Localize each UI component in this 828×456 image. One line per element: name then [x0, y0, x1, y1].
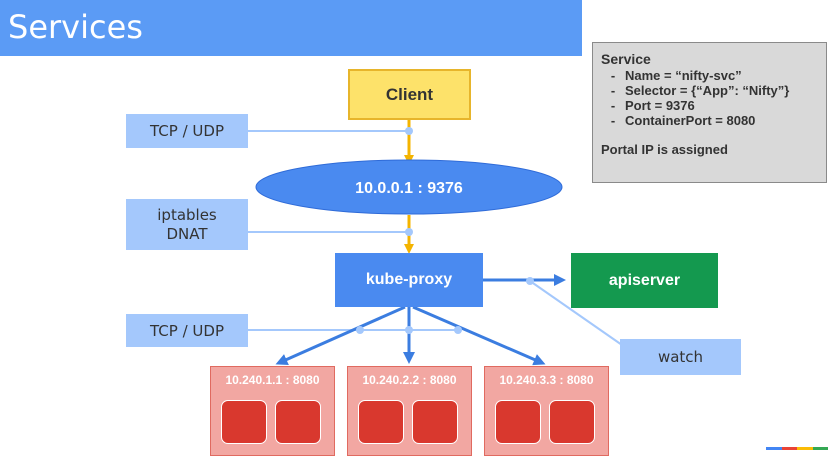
label-text: DNAT	[166, 224, 208, 243]
pod-ip-label: 10.240.2.2 : 8080	[362, 373, 457, 387]
pod-ip-label: 10.240.3.3 : 8080	[499, 373, 594, 387]
container-icon	[221, 400, 267, 444]
proxy-to-pod1-arrow	[275, 305, 406, 366]
brand-accent-bar	[766, 447, 828, 450]
bullet-dash: -	[610, 113, 616, 128]
service-item-name: - Name = “nifty-svc”	[601, 68, 818, 83]
label-text: TCP / UDP	[150, 122, 224, 140]
client-node: Client	[348, 69, 471, 120]
bullet-dash: -	[610, 68, 616, 83]
container-icon	[549, 400, 595, 444]
service-item-container-port: - ContainerPort = 8080	[601, 113, 818, 128]
label-tcp-udp-top: TCP / UDP	[126, 114, 248, 148]
portal-ip-label: 10.0.0.1 : 9376	[355, 180, 463, 197]
container-icon	[412, 400, 458, 444]
label-watch: watch	[620, 339, 741, 375]
container-icon	[275, 400, 321, 444]
pod-2: 10.240.2.2 : 8080	[347, 366, 472, 456]
portal-ip-ellipse	[255, 159, 563, 215]
pod-ip-label: 10.240.1.1 : 8080	[225, 373, 320, 387]
junction-dot	[454, 326, 462, 334]
container-icon	[495, 400, 541, 444]
junction-dot	[526, 277, 534, 285]
label-text: TCP / UDP	[150, 321, 224, 340]
junction-dot	[405, 228, 413, 236]
bullet-dash: -	[610, 98, 616, 113]
label-text: watch	[657, 348, 704, 366]
label-tcp-udp-bottom: TCP / UDP	[126, 314, 248, 347]
watch-line	[529, 280, 623, 346]
service-item-port: - Port = 9376	[601, 98, 818, 113]
pod-1: 10.240.1.1 : 8080	[210, 366, 335, 456]
client-label: Client	[385, 84, 434, 104]
bullet-dash: -	[610, 83, 616, 98]
apiserver-node: apiserver	[571, 253, 718, 308]
service-item-text: ContainerPort = 8080	[625, 113, 756, 128]
label-text: iptables	[157, 205, 217, 224]
title-bar: Services	[0, 0, 582, 56]
kube-proxy-node: kube-proxy	[335, 253, 483, 307]
service-item-text: Selector = {“App”: “Nifty”}	[625, 83, 790, 98]
junction-dot	[356, 326, 364, 334]
service-item-selector: - Selector = {“App”: “Nifty”}	[601, 83, 818, 98]
service-heading: Service	[601, 51, 651, 67]
pod-3: 10.240.3.3 : 8080	[484, 366, 609, 456]
apiserver-label: apiserver	[608, 271, 681, 289]
junction-dot	[405, 127, 413, 135]
service-item-text: Port = 9376	[625, 98, 695, 113]
label-iptables-dnat: iptables DNAT	[126, 199, 248, 250]
kube-proxy-label: kube-proxy	[365, 271, 453, 288]
service-info-box: Service - Name = “nifty-svc” - Selector …	[592, 42, 827, 183]
proxy-to-pod3-arrow	[412, 305, 546, 366]
junction-dot	[405, 326, 413, 334]
container-icon	[358, 400, 404, 444]
service-item-text: Name = “nifty-svc”	[625, 68, 742, 83]
page-title: Services	[8, 8, 143, 46]
service-footer: Portal IP is assigned	[601, 142, 728, 157]
